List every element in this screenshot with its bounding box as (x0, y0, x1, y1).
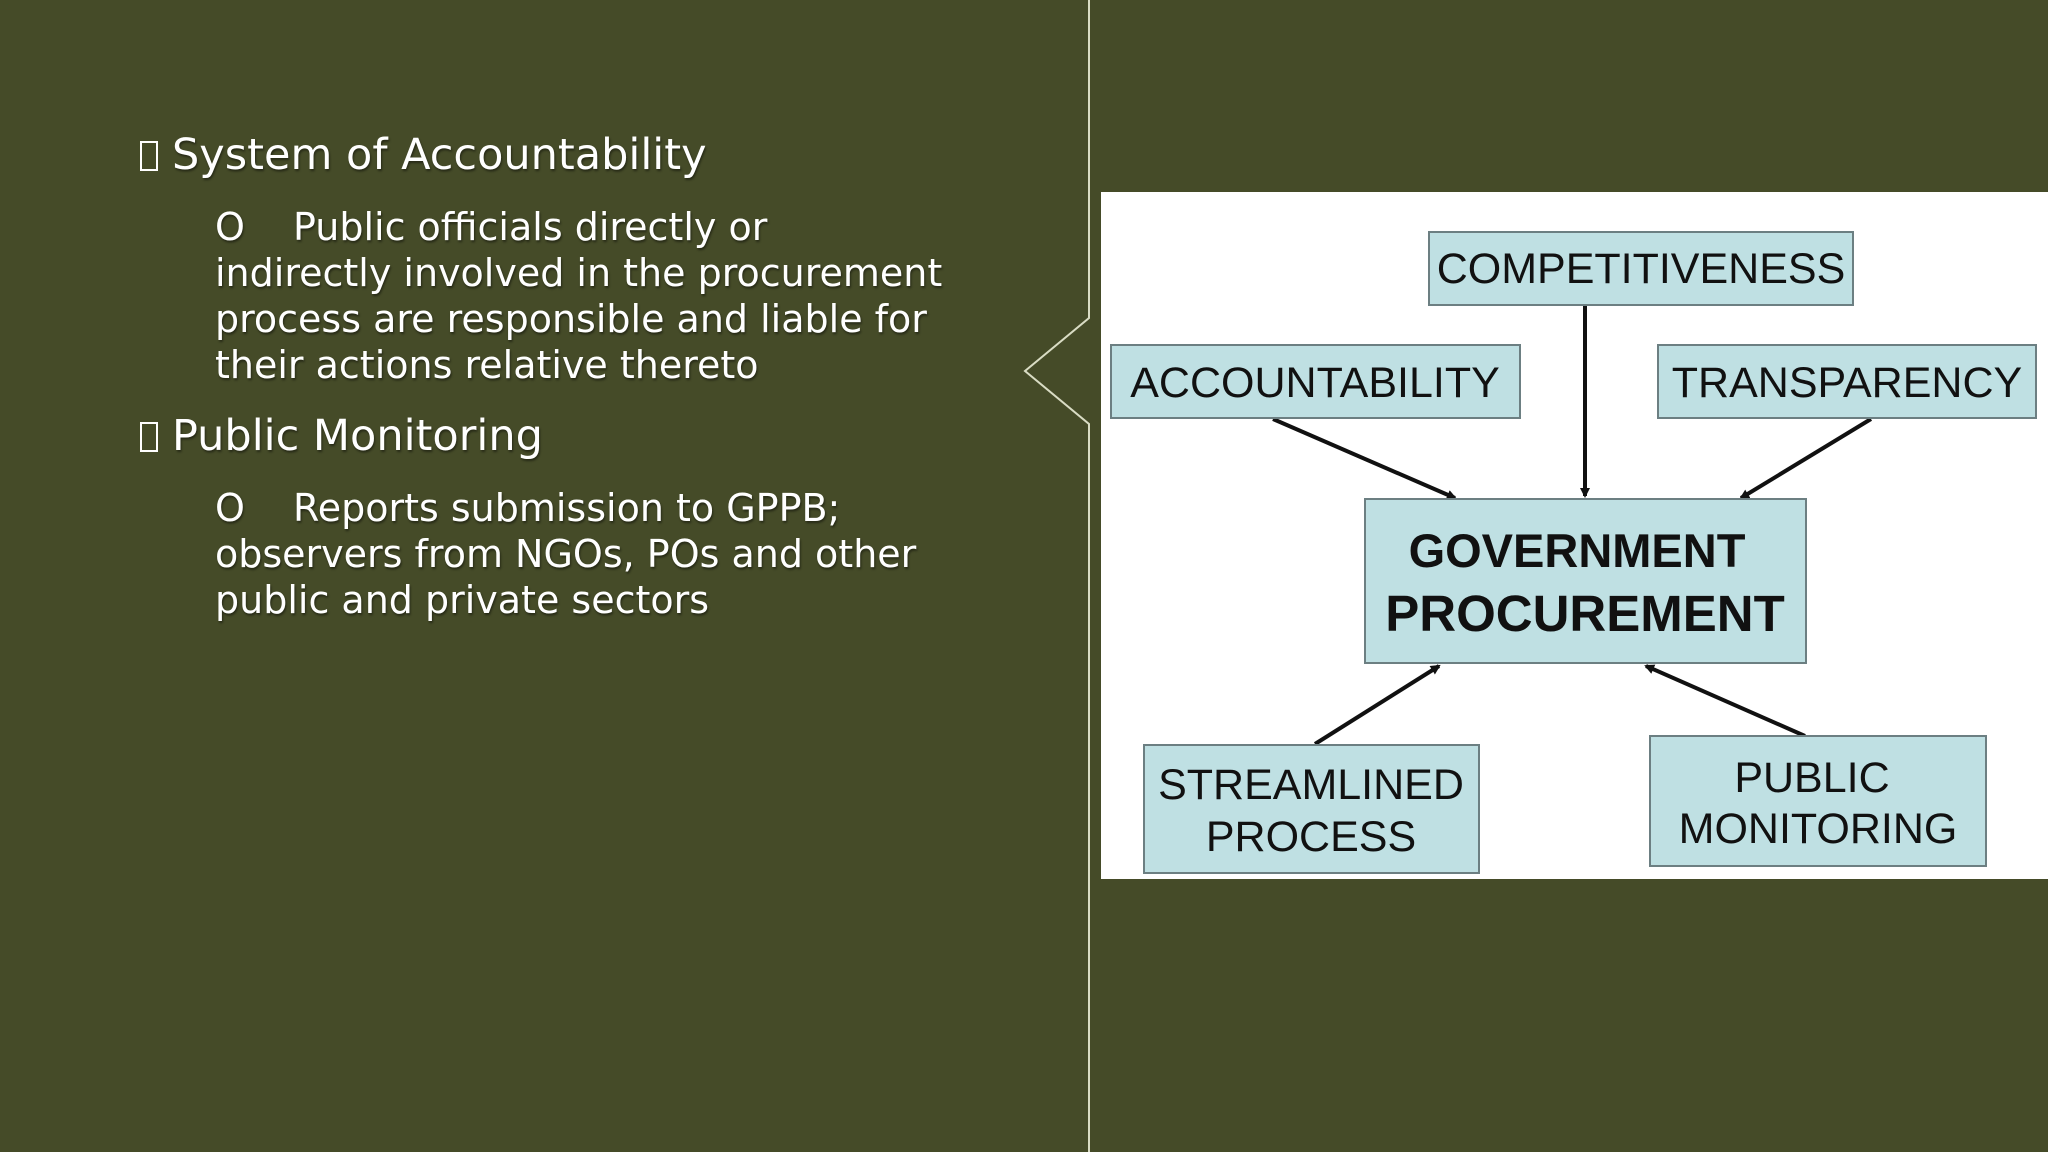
node-monitoring-line1: PUBLIC (1734, 754, 1889, 802)
arrow-accountability (1272, 417, 1457, 500)
node-public-monitoring: PUBLIC MONITORING (1649, 735, 1987, 867)
procurement-diagram: COMPETITIVENESS ACCOUNTABILITY TRANSPARE… (1110, 231, 2037, 874)
center-label-line2: PROCUREMENT (1385, 585, 1785, 642)
sub-bullet-marker: O (215, 205, 245, 249)
sub-bullet-marker: O (215, 486, 245, 530)
divider-line (1023, 0, 1090, 1152)
bullet-heading-text: Public Monitoring (172, 411, 543, 461)
sub-bullet-text: Reports submission to GPPB; observers fr… (215, 486, 917, 622)
node-monitoring-line2: MONITORING (1679, 805, 1958, 853)
diagram-panel: COMPETITIVENESS ACCOUNTABILITY TRANSPARE… (1101, 192, 2048, 879)
node-accountability: ACCOUNTABILITY (1110, 344, 1521, 419)
node-competitiveness: COMPETITIVENESS (1428, 231, 1854, 306)
square-bullet-icon (140, 141, 158, 171)
bullet-heading-accountability: System of Accountability (140, 130, 707, 180)
bullet-heading-text: System of Accountability (172, 130, 707, 180)
center-label-line1: GOVERNMENT (1409, 524, 1746, 577)
node-government-procurement: GOVERNMENT PROCUREMENT (1364, 498, 1807, 664)
arrow-streamlined (1313, 664, 1441, 746)
node-streamlined-line1: STREAMLINED (1158, 761, 1464, 809)
arrow-monitoring (1644, 664, 1806, 738)
sub-bullet-text: Public officials directly or indirectly … (215, 205, 943, 387)
bullet-heading-monitoring: Public Monitoring (140, 411, 543, 461)
node-accountability-label: ACCOUNTABILITY (1130, 359, 1500, 407)
node-competitiveness-label: COMPETITIVENESS (1437, 245, 1846, 293)
node-transparency: TRANSPARENCY (1657, 344, 2037, 419)
node-streamlined-process: STREAMLINED PROCESS (1143, 744, 1480, 874)
arrow-transparency (1739, 417, 1873, 500)
square-bullet-icon (140, 422, 158, 452)
node-streamlined-line2: PROCESS (1206, 813, 1416, 861)
node-transparency-label: TRANSPARENCY (1672, 359, 2022, 407)
